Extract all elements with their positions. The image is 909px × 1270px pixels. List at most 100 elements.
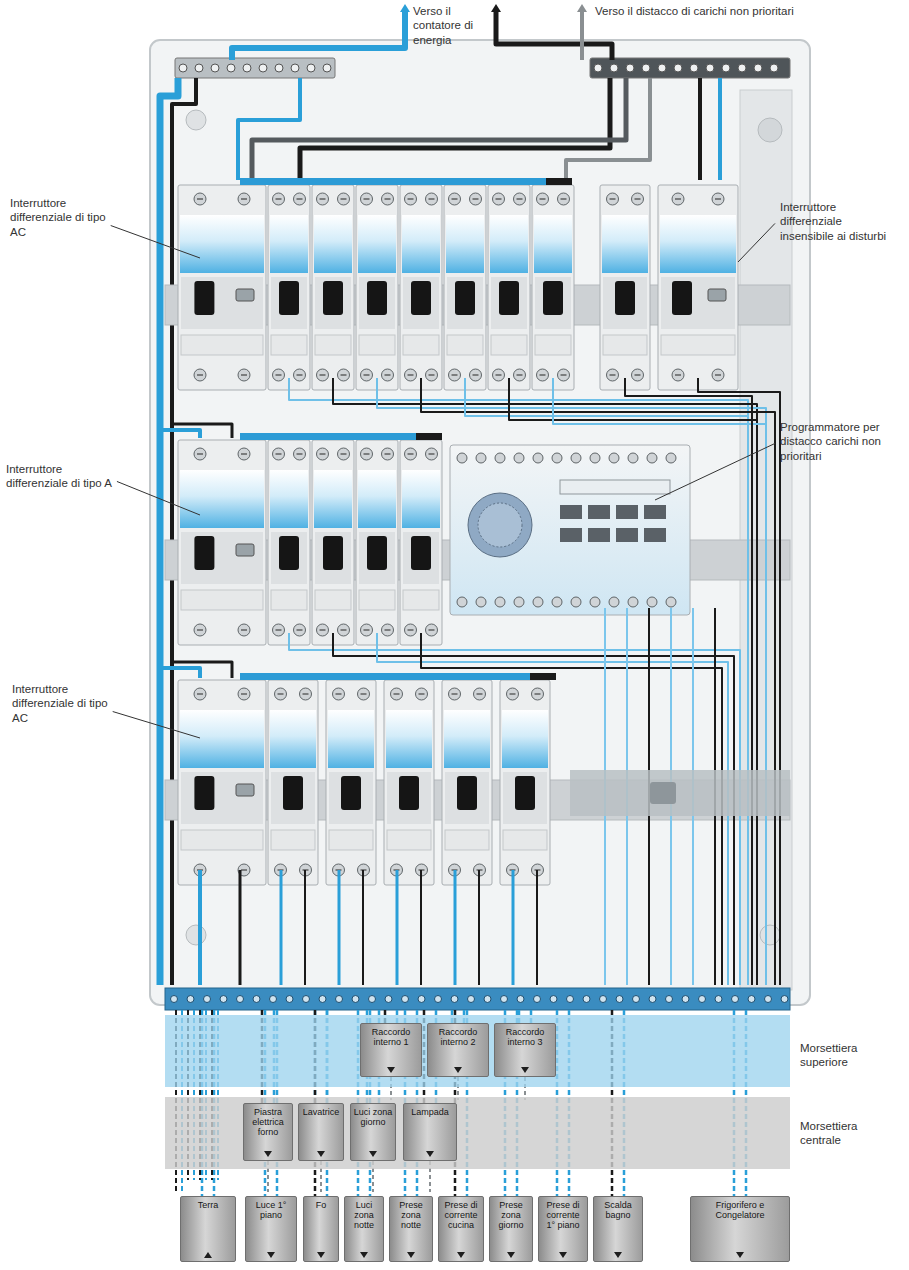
screw-slot	[419, 693, 425, 694]
terminal-screw	[194, 369, 206, 381]
circuit-box: Frigorifero e Congelatore	[690, 1196, 790, 1262]
arrow-marker	[267, 1252, 275, 1258]
terminal-screw	[552, 597, 562, 607]
screw-slot	[408, 374, 414, 375]
terminal-screw	[647, 453, 657, 463]
screw-slot	[364, 453, 370, 454]
feeder-wire	[300, 78, 610, 180]
handle-panel	[603, 277, 647, 329]
terminal-screw	[338, 624, 350, 636]
toggle-handle	[457, 776, 477, 810]
circuit-wire	[362, 870, 364, 985]
breaker-housing	[444, 185, 486, 390]
screw	[204, 996, 211, 1003]
screw	[715, 996, 722, 1003]
screw	[237, 996, 244, 1003]
indicator-window	[588, 528, 610, 542]
screw-slot	[320, 374, 326, 375]
front-window	[328, 710, 374, 768]
screw-slot	[635, 374, 641, 375]
rcd-housing	[178, 680, 266, 885]
terminal-screw	[238, 448, 250, 460]
toggle-handle	[543, 281, 563, 315]
front-window	[446, 215, 484, 273]
arrow-marker	[264, 1151, 272, 1157]
terminal-screw	[533, 597, 543, 607]
screw-slot	[297, 453, 303, 454]
toggle-handle	[341, 776, 361, 810]
indicator-window	[616, 505, 638, 519]
screw-slot	[297, 198, 303, 199]
screw-slot	[477, 693, 483, 694]
breaker-housing	[356, 185, 398, 390]
terminal-screw	[628, 453, 638, 463]
circuit-wire	[289, 378, 748, 985]
screw-slot	[241, 453, 247, 454]
arrow-marker	[454, 1067, 462, 1073]
box-label: Piastra elettrica forno	[246, 1108, 290, 1138]
terminal-screw	[474, 688, 486, 700]
terminal-screw	[382, 448, 394, 460]
leader-line	[113, 712, 200, 738]
circuit-box: Luci zona giorno	[350, 1103, 396, 1161]
terminal-screw	[537, 369, 549, 381]
callout-label: Verso il contatore di energia	[413, 4, 485, 47]
screw	[211, 64, 219, 72]
terminal-screw	[609, 453, 619, 463]
front-window	[490, 215, 528, 273]
screw-slot	[361, 693, 367, 694]
screw-slot	[276, 453, 282, 454]
terminal-screw	[712, 369, 724, 381]
timer-dial	[478, 503, 522, 547]
circuit-wire	[454, 870, 457, 985]
front-window	[314, 215, 352, 273]
rating-strip	[387, 830, 431, 850]
toggle-handle	[411, 281, 431, 315]
terminal-screw	[514, 193, 526, 205]
screw-slot	[675, 374, 681, 375]
front-window	[386, 710, 432, 768]
terminal-screw	[457, 597, 467, 607]
screw-slot	[561, 198, 567, 199]
handle-panel	[403, 532, 439, 584]
screw-slot	[341, 198, 347, 199]
screw-slot	[197, 629, 203, 630]
front-window	[180, 215, 264, 273]
rating-strip	[315, 590, 351, 610]
screw-slot	[635, 198, 641, 199]
terminal-screw	[338, 369, 350, 381]
callout-label: Interruttore differenziale di tipo A	[6, 462, 114, 491]
box-label: Luci zona notte	[347, 1201, 381, 1231]
front-window	[402, 215, 440, 273]
box-label: Frigorifero e Congelatore	[693, 1201, 787, 1221]
breaker-housing	[384, 680, 434, 885]
handle-panel	[271, 277, 307, 329]
screw-slot	[452, 198, 458, 199]
breaker-housing	[532, 185, 574, 390]
screw	[583, 996, 590, 1003]
terminal-screw	[294, 448, 306, 460]
screw-slot	[364, 374, 370, 375]
screw	[303, 996, 310, 1003]
circuit-box: Fo	[303, 1196, 339, 1262]
screw	[323, 64, 331, 72]
screw	[243, 64, 251, 72]
box-label: Prese di corrente cucina	[441, 1201, 481, 1231]
feeder-wire	[718, 78, 722, 180]
front-window	[602, 215, 648, 273]
enclosure	[150, 40, 810, 1005]
screw	[690, 64, 698, 72]
breaker-housing	[600, 185, 650, 390]
handle-panel	[315, 277, 351, 329]
trunk-wire	[160, 78, 178, 985]
rating-strip	[271, 830, 315, 850]
breaker-housing	[488, 185, 530, 390]
terminal-screw	[666, 453, 676, 463]
comb-busbar-end	[546, 178, 572, 185]
arrow-marker	[387, 1067, 395, 1073]
front-window	[314, 470, 352, 528]
box-label: Raccordo interno 3	[497, 1028, 553, 1048]
screw-slot	[241, 374, 247, 375]
screw	[270, 996, 277, 1003]
screw-slot	[452, 374, 458, 375]
